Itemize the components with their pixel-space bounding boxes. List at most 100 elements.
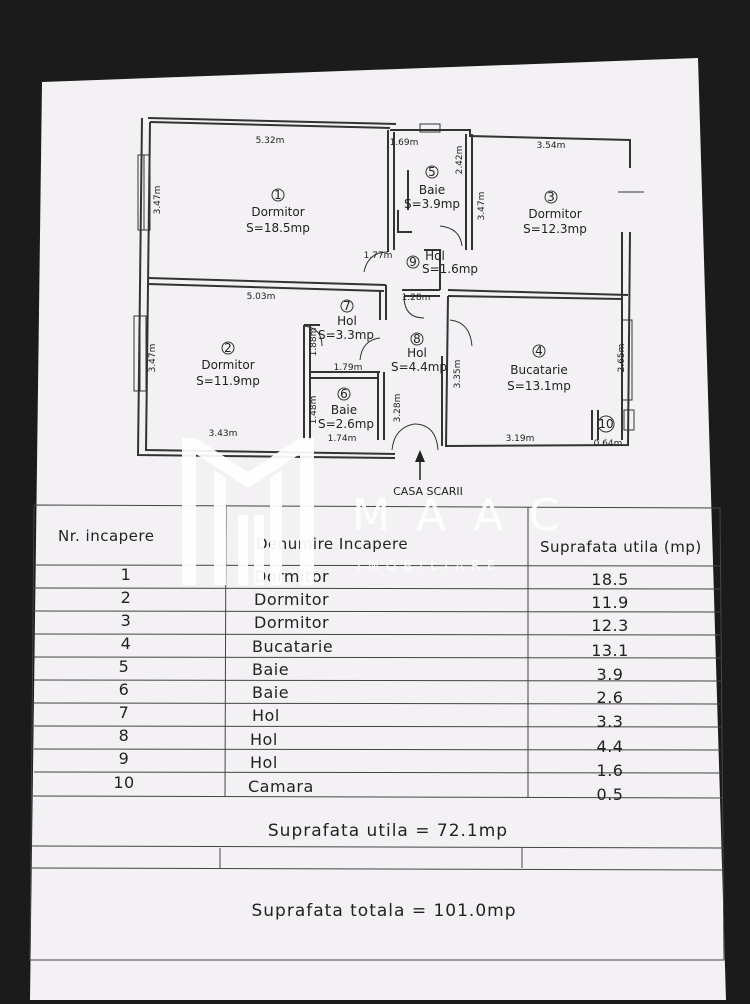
svg-text:4.4: 4.4 — [597, 737, 624, 756]
room-7-label: 7 Hol S=3.3mp — [318, 299, 374, 342]
svg-text:Baie: Baie — [331, 403, 357, 417]
svg-text:Dormitor: Dormitor — [254, 590, 329, 609]
svg-text:Hol: Hol — [250, 753, 278, 772]
room-2-label: 2 Dormitor S=11.9mp — [196, 341, 260, 388]
room-8-label: 8 Hol S=4.4mp — [391, 332, 447, 374]
area-table-rows: 1 Dormitor 18.5 2 Dormitor 11.9 3 Dormit… — [113, 565, 628, 804]
dim-label: 1.28m — [402, 293, 431, 303]
svg-text:Hol: Hol — [337, 314, 357, 328]
table-row: 3 Dormitor 12.3 — [121, 611, 629, 635]
svg-text:3.9: 3.9 — [597, 665, 624, 684]
svg-text:Hol: Hol — [250, 730, 278, 749]
dim-label: 1.48m — [309, 396, 319, 425]
svg-text:2.6: 2.6 — [597, 688, 624, 707]
room-labels: 1 Dormitor S=18.5mp 2 Dormitor S=11.9mp … — [196, 165, 613, 431]
svg-text:Dormitor: Dormitor — [528, 207, 581, 221]
svg-text:Baie: Baie — [419, 183, 445, 197]
svg-text:1: 1 — [121, 565, 132, 584]
door-swings — [303, 225, 615, 451]
table-row: 7 Hol 3.3 — [119, 703, 624, 731]
table-row: 2 Dormitor 11.9 — [121, 588, 629, 612]
svg-text:S=4.4mp: S=4.4mp — [391, 360, 447, 374]
dim-label: 1.79m — [334, 363, 363, 373]
watermark-brand: MAAC — [352, 490, 585, 541]
svg-text:1.6: 1.6 — [597, 761, 624, 780]
room-5-label: 5 Baie S=3.9mp — [404, 165, 460, 211]
total-area: Suprafata totala = 101.0mp — [251, 901, 516, 921]
svg-text:11.9: 11.9 — [591, 593, 629, 612]
dim-label: 0.64m — [594, 439, 623, 449]
svg-text:4: 4 — [535, 344, 543, 358]
room-9-label: 9 Hol S=1.6mp — [406, 249, 478, 276]
svg-text:S=2.6mp: S=2.6mp — [318, 417, 374, 431]
header-nr: Nr. incapere — [58, 527, 154, 545]
svg-text:6: 6 — [340, 387, 348, 401]
floor-plan-walls — [136, 117, 631, 459]
svg-text:10: 10 — [113, 773, 134, 792]
dim-label: 1.77m — [364, 251, 393, 261]
svg-text:S=3.9mp: S=3.9mp — [404, 197, 460, 211]
svg-text:0.5: 0.5 — [597, 785, 624, 804]
svg-text:12.3: 12.3 — [591, 616, 629, 635]
svg-text:Bucatarie: Bucatarie — [252, 637, 333, 656]
dim-label: 2.65m — [617, 344, 627, 373]
dim-label: 3.47m — [477, 192, 487, 221]
dim-label: 5.32m — [256, 136, 285, 146]
dim-label: 3.43m — [209, 429, 238, 439]
svg-text:S=1.6mp: S=1.6mp — [422, 262, 478, 276]
room-6-label: 6 Baie S=2.6mp — [318, 387, 374, 431]
svg-text:1: 1 — [274, 188, 282, 202]
svg-text:S=18.5mp: S=18.5mp — [246, 221, 310, 235]
svg-text:S=13.1mp: S=13.1mp — [507, 379, 571, 393]
svg-text:3: 3 — [547, 190, 555, 204]
table-row: 8 Hol 4.4 — [119, 726, 624, 756]
svg-text:Baie: Baie — [252, 683, 289, 702]
dim-label: 3.47m — [148, 344, 158, 373]
svg-text:2: 2 — [224, 341, 232, 355]
svg-text:Dormitor: Dormitor — [254, 613, 329, 632]
svg-text:6: 6 — [119, 680, 130, 699]
table-row: 6 Baie 2.6 — [119, 680, 624, 707]
maac-logo-icon — [182, 438, 314, 585]
dim-label: 3.19m — [506, 434, 535, 444]
room-4-label: 4 Bucatarie S=13.1mp — [507, 344, 571, 393]
dim-label: 3.28m — [393, 394, 403, 423]
svg-text:Camara: Camara — [248, 777, 314, 796]
svg-text:4: 4 — [121, 634, 132, 653]
table-row: 10 Camara 0.5 — [113, 773, 623, 804]
svg-text:5: 5 — [119, 657, 130, 676]
svg-text:9: 9 — [119, 749, 130, 768]
svg-text:10: 10 — [598, 417, 613, 431]
svg-text:3.3: 3.3 — [597, 712, 624, 731]
svg-text:18.5: 18.5 — [591, 570, 629, 589]
svg-text:Bucatarie: Bucatarie — [510, 363, 568, 377]
svg-text:Baie: Baie — [252, 660, 289, 679]
useful-area-total: Suprafata utila = 72.1mp — [268, 821, 508, 841]
dim-label: 2.42m — [455, 146, 465, 175]
svg-text:S=11.9mp: S=11.9mp — [196, 374, 260, 388]
dim-label: 5.03m — [247, 292, 276, 302]
header-suprafata: Suprafata utila (mp) — [540, 538, 702, 556]
windows — [133, 123, 644, 431]
dimension-labels: 5.32m 1.69m 2.42m 3.54m 3.47m 3.47m 1.77… — [148, 136, 627, 449]
svg-text:8: 8 — [119, 726, 130, 745]
watermark-tagline: IMOBILIARE — [357, 559, 502, 574]
svg-text:9: 9 — [409, 255, 417, 269]
stair-label: CASA SCARII — [393, 485, 463, 498]
svg-text:7: 7 — [119, 703, 130, 722]
svg-text:13.1: 13.1 — [591, 641, 629, 660]
room-1-label: 1 Dormitor S=18.5mp — [246, 188, 310, 235]
svg-text:S=12.3mp: S=12.3mp — [523, 222, 587, 236]
header-denumire: Denumire Incapere — [256, 535, 408, 553]
room-10-label: 10 — [598, 417, 613, 431]
svg-text:5: 5 — [428, 165, 436, 179]
dim-label: 1.74m — [328, 434, 357, 444]
svg-text:3: 3 — [121, 611, 132, 630]
stair-arrow-icon — [415, 450, 425, 480]
dim-label: 1.88m — [309, 328, 319, 357]
svg-text:Hol: Hol — [425, 249, 445, 263]
svg-text:7: 7 — [343, 299, 351, 313]
svg-text:2: 2 — [121, 588, 132, 607]
svg-text:8: 8 — [413, 332, 421, 346]
